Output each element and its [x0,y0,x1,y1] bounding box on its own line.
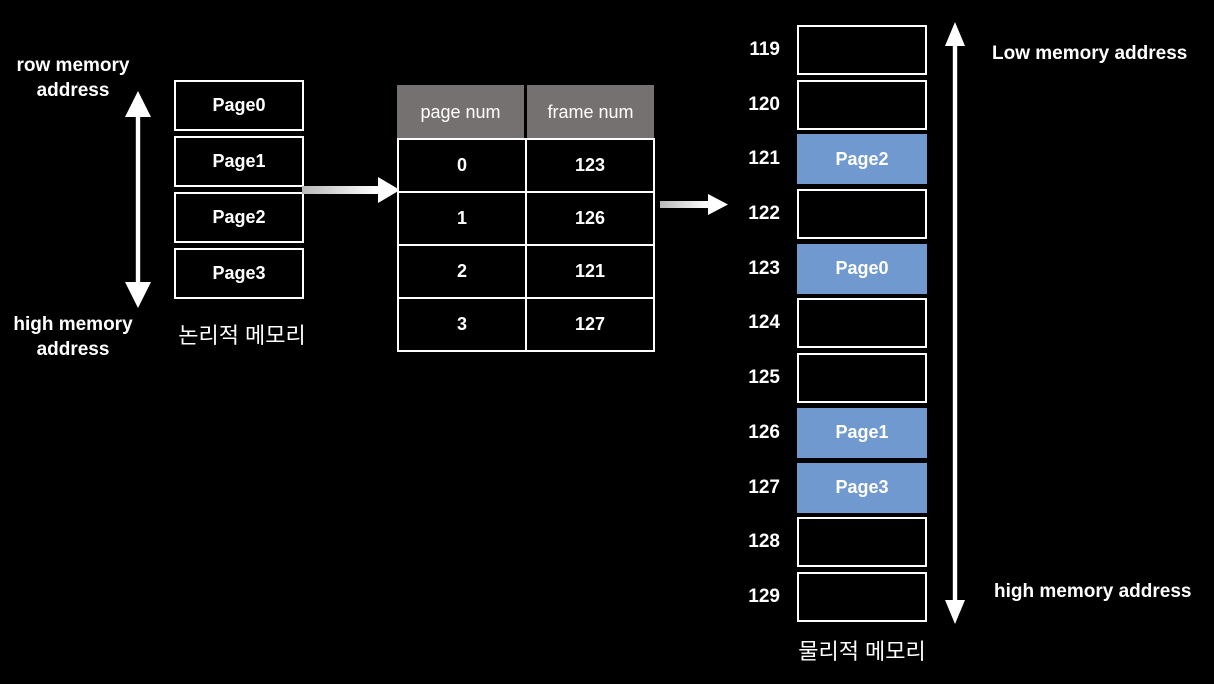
page-table-row: 3 127 [397,297,655,352]
frame-address-label: 120 [748,93,780,115]
memory-frame-row: 119 [728,25,927,75]
memory-frame-row: 120 [728,79,927,130]
page-num-header: page num [397,85,524,140]
low-memory-address-label: Low memory address [992,43,1188,64]
memory-frame-row: 127 Page3 [728,462,927,513]
frame-address-label: 127 [748,476,780,498]
frame-address-label: 122 [748,203,780,225]
double-arrow-vertical-right-icon [945,22,965,624]
memory-frame-row: 125 [728,353,927,404]
frame-address-label: 119 [749,39,780,60]
frame-num-cell: 126 [525,191,655,246]
memory-frame-box [797,189,927,240]
page-table: page num frame num 0 123 1 126 2 121 3 1… [397,85,655,352]
memory-frame-box [797,25,927,75]
arrow-logical-to-page-table-icon [302,177,400,203]
row-memory-address-label: row memory address [16,55,130,102]
memory-frame-box [797,79,927,130]
memory-frame-row: 121 Page2 [728,134,927,185]
memory-frame-row: 126 Page1 [728,407,927,458]
page-num-cell: 2 [397,244,527,299]
physical-memory-caption: 물리적 메모리 [798,639,926,664]
page-table-row: 0 123 [397,138,655,193]
frame-num-cell: 121 [525,244,655,299]
logical-page-box: Page3 [174,248,304,299]
logical-memory-column: Page0 Page1 Page2 Page3 [174,80,304,299]
memory-frame-box: Page3 [797,462,927,513]
double-arrow-vertical-left-icon [125,91,151,308]
memory-frame-box [797,298,927,349]
memory-frame-box: Page1 [797,407,927,458]
high-memory-address-label-left: high memory address [13,314,133,361]
page-table-header-row: page num frame num [397,85,655,140]
frame-num-cell: 123 [525,138,655,193]
page-table-row: 2 121 [397,244,655,299]
frame-address-label: 126 [748,421,780,443]
page-num-cell: 1 [397,191,527,246]
logical-page-box: Page0 [174,80,304,131]
frame-num-header: frame num [527,85,654,140]
logical-memory-caption: 논리적 메모리 [178,323,306,348]
page-num-cell: 0 [397,138,527,193]
frame-address-label: 128 [748,531,780,553]
physical-memory-column: 119 120 121 Page2 122 123 Page0 124 125 … [728,25,927,622]
frame-address-label: 124 [748,312,780,334]
high-memory-address-label-right: high memory address [994,581,1192,602]
frame-num-cell: 127 [525,297,655,352]
page-num-cell: 3 [397,297,527,352]
logical-page-box: Page1 [174,136,304,187]
memory-frame-box: Page2 [797,134,927,185]
memory-frame-row: 122 [728,189,927,240]
frame-address-label: 125 [748,367,780,389]
memory-frame-row: 123 Page0 [728,243,927,294]
memory-frame-row: 129 [728,571,927,622]
memory-frame-row: 128 [728,517,927,568]
frame-address-label: 123 [748,257,780,279]
memory-frame-box [797,517,927,568]
frame-address-label: 129 [748,585,780,607]
logical-page-box: Page2 [174,192,304,243]
memory-frame-box: Page0 [797,243,927,294]
memory-frame-row: 124 [728,298,927,349]
page-table-row: 1 126 [397,191,655,246]
memory-frame-box [797,353,927,404]
arrow-page-table-to-physical-icon [660,194,728,215]
frame-address-label: 121 [748,148,780,170]
memory-frame-box [797,571,927,622]
